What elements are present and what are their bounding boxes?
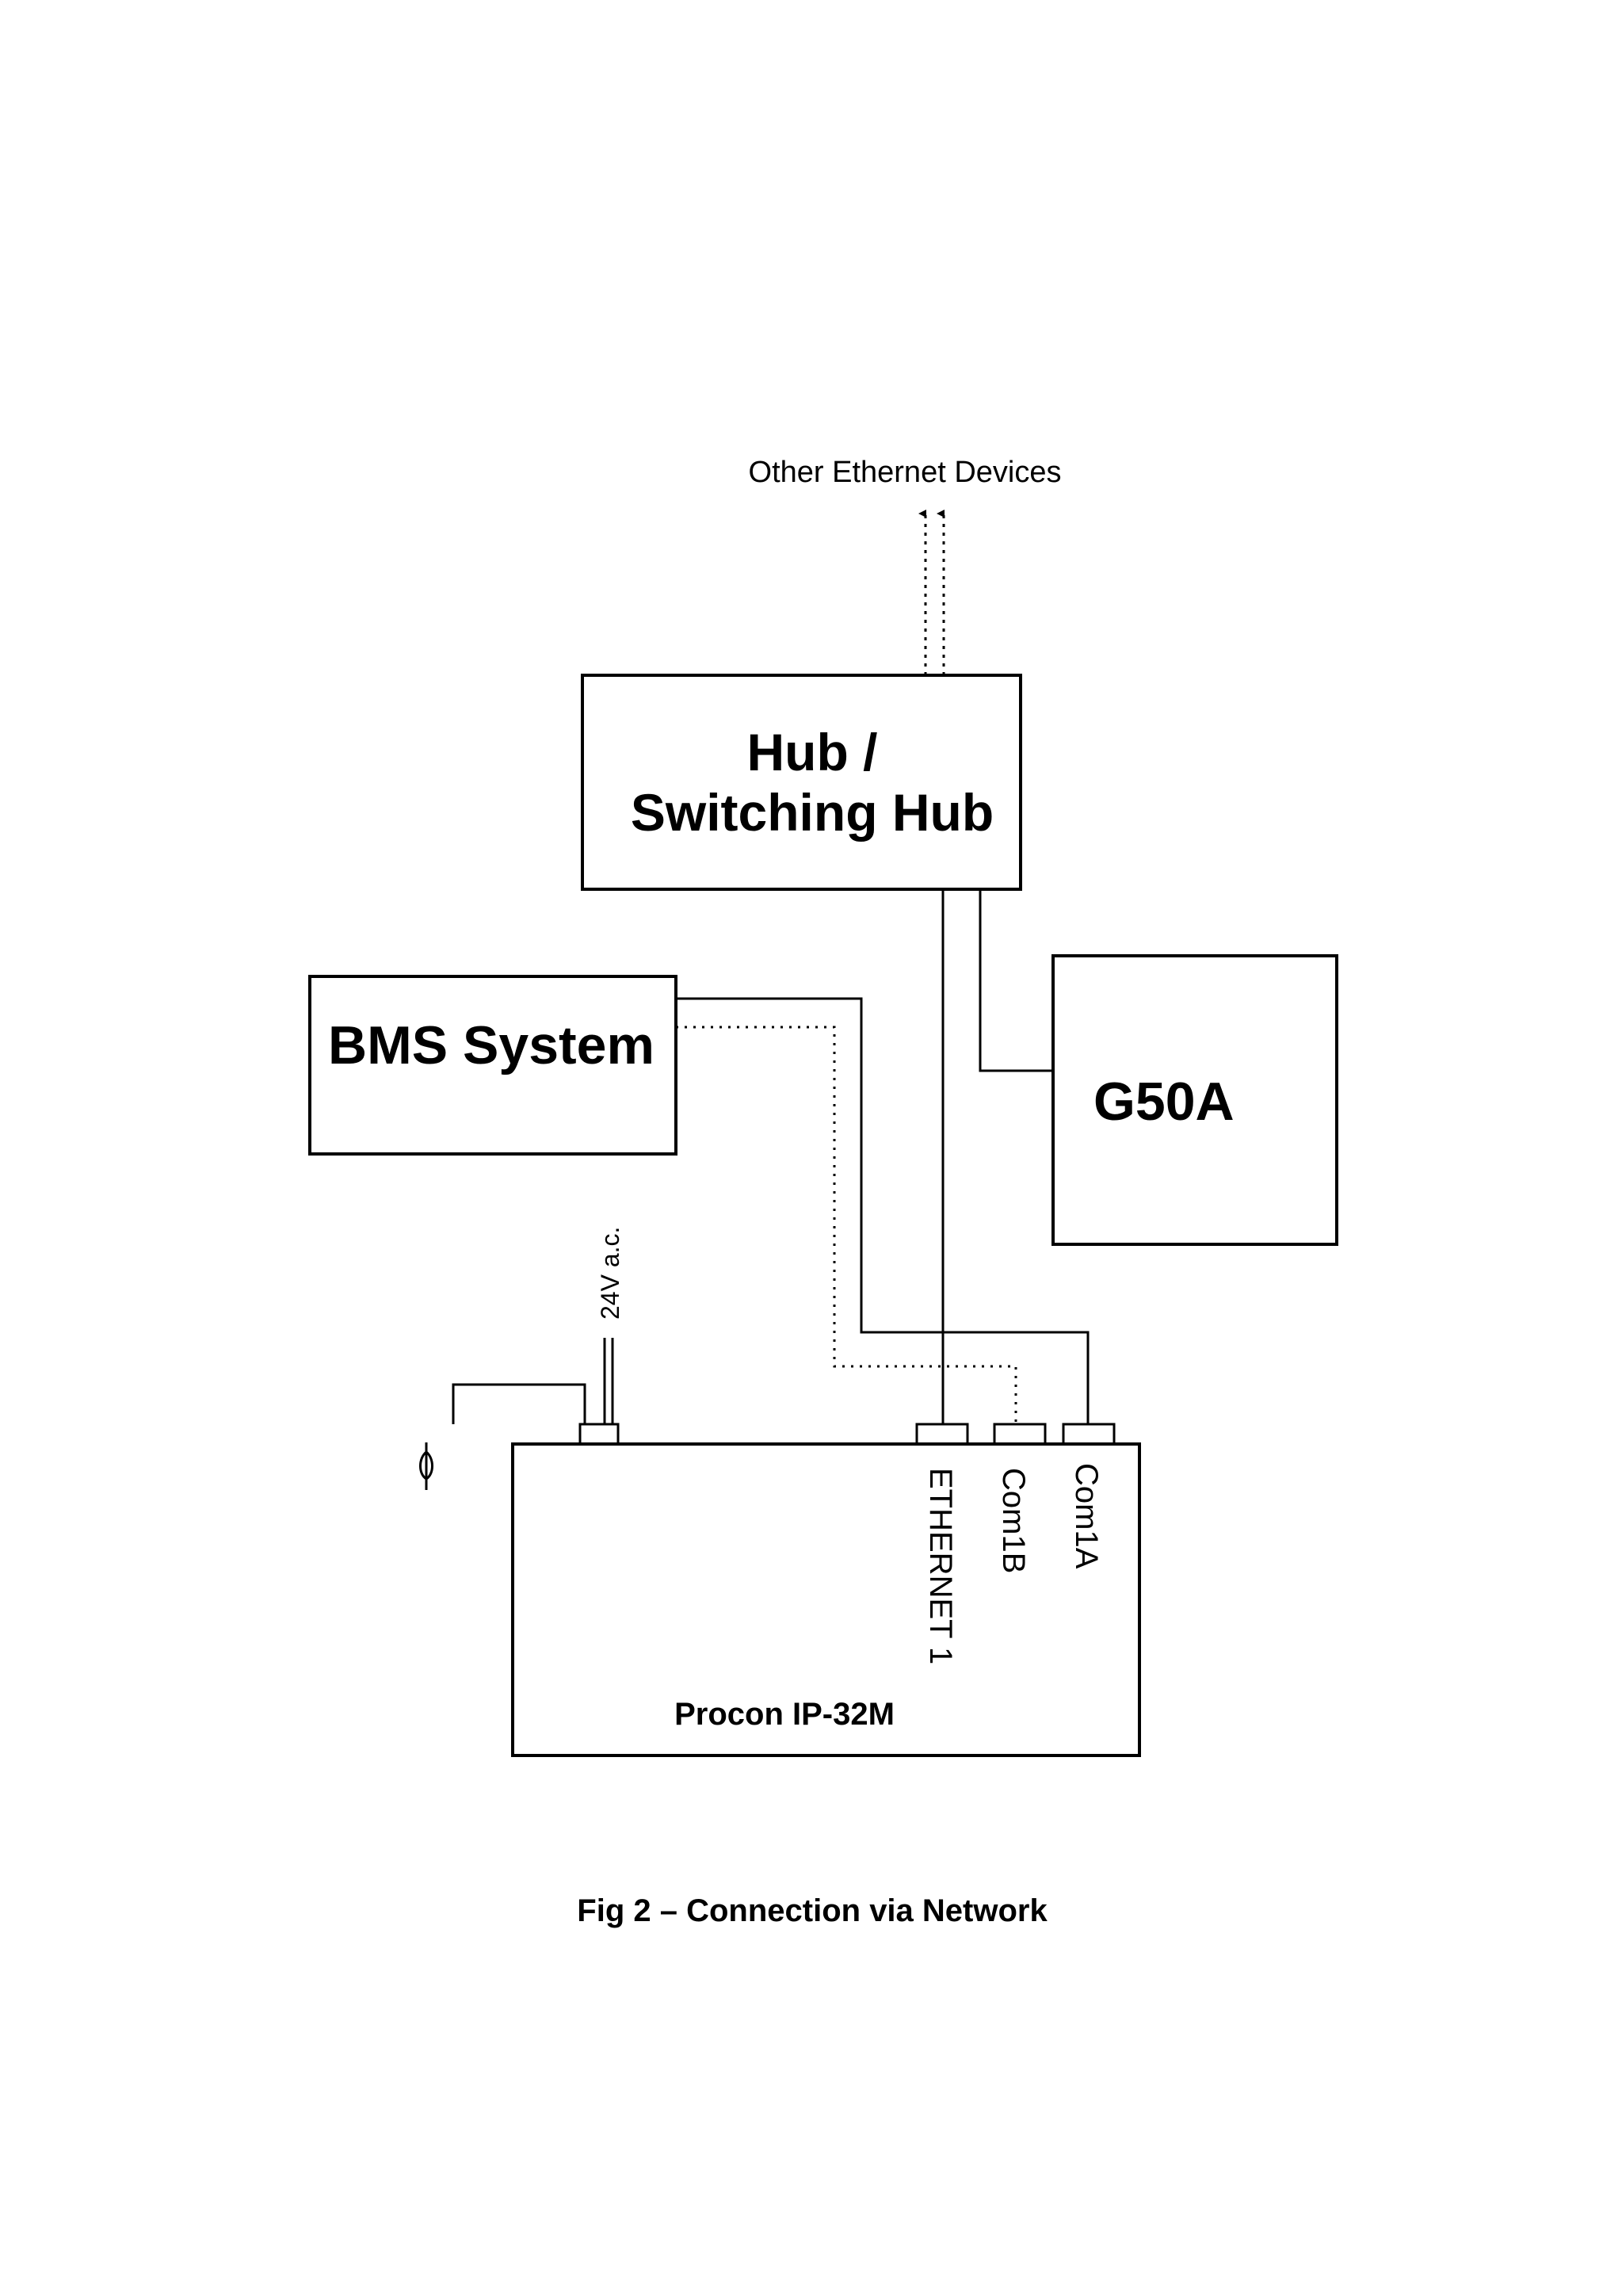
power-label: 24V a.c. (596, 1227, 624, 1320)
com1a-connector (1062, 1423, 1116, 1446)
ethernet-connector (915, 1423, 969, 1446)
com1b-connector (993, 1423, 1047, 1446)
aux-wire (452, 1383, 586, 1424)
other-ethernet-devices-label: Other Ethernet Devices (749, 456, 1062, 489)
fuse-symbol (419, 1442, 433, 1490)
wiring (452, 889, 1090, 1424)
bms-label: BMS System (328, 1015, 655, 1075)
hub-label-line1: Hub / (747, 723, 878, 781)
g50a-box: G50A (1051, 954, 1338, 1246)
hub-box: Hub / Switching Hub (581, 674, 1022, 891)
power-connector (578, 1423, 620, 1446)
bms-to-com1a-wire (676, 997, 1090, 1424)
bms-box: BMS System (308, 975, 677, 1156)
procon-box: ETHERNET 1 Com1B Com1A Procon IP-32M (511, 1423, 1141, 1757)
bms-to-com1b-dotted-wire (676, 1026, 1017, 1424)
com1b-port-label: Com1B (996, 1468, 1031, 1573)
hub-to-g50a-wire (979, 889, 1053, 1072)
com1a-port-label: Com1A (1069, 1463, 1104, 1569)
procon-label: Procon IP-32M (674, 1697, 895, 1732)
hub-label-line2: Switching Hub (631, 783, 994, 842)
ethernet-port-label: ETHERNET 1 (923, 1468, 958, 1664)
ethernet-devices-arrows (918, 510, 945, 675)
g50a-label: G50A (1093, 1072, 1235, 1132)
figure-caption: Fig 2 – Connection via Network (577, 1893, 1048, 1928)
